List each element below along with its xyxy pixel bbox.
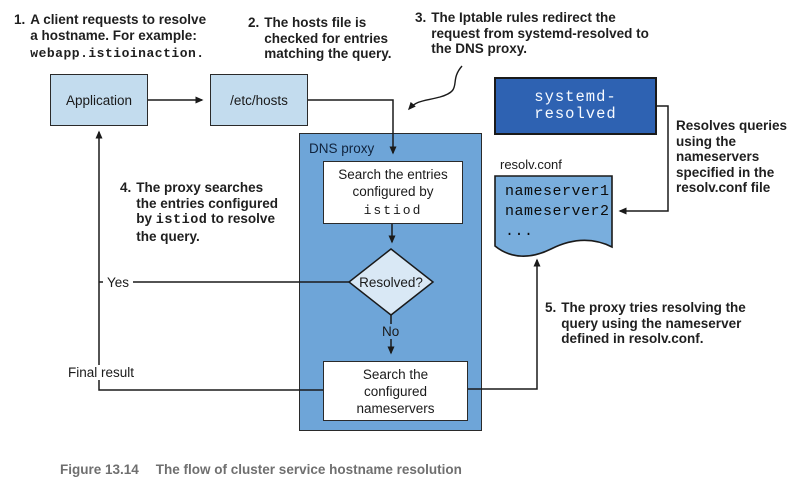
note-2: 2. The hosts file is checked for entries… — [248, 15, 416, 62]
no-label: No — [379, 324, 403, 339]
note-4-number: 4. — [120, 180, 132, 195]
resolv-conf-label: resolv.conf — [500, 157, 562, 172]
figure-caption: Figure 13.14 The flow of cluster service … — [60, 462, 462, 477]
final-result-label: Final result — [64, 365, 139, 380]
etc-hosts-box: /etc/hosts — [210, 74, 308, 126]
note-3-text: The Iptable rules redirect the request f… — [431, 10, 649, 56]
yes-label: Yes — [103, 275, 134, 290]
note-resolv-conf: Resolves queries using the nameservers s… — [676, 118, 801, 196]
figure-caption-number: Figure 13.14 — [60, 462, 139, 477]
note-4: 4. The proxy searches the entries config… — [120, 180, 278, 244]
application-box-label: Application — [65, 92, 133, 108]
search-nameservers-label: Search the configured nameservers — [356, 366, 435, 416]
application-box: Application — [50, 74, 148, 126]
note-4-text: The proxy searches the entries configure… — [136, 180, 279, 244]
note-2-text: The hosts file is checked for entries ma… — [264, 15, 392, 61]
final-result-arrow — [95, 130, 323, 391]
nameserver-list: nameserver1 nameserver2 ... — [505, 182, 610, 242]
note-1-number: 1. — [14, 12, 26, 27]
note-4-istiod-code: istiod — [155, 213, 208, 228]
nameserver-2: nameserver2 — [505, 203, 610, 220]
note-1-text: A client requests to resolve a hostname.… — [30, 12, 207, 61]
systemd-resolved-label: systemd-resolved — [534, 88, 617, 123]
note-5: 5. The proxy tries resolving the query u… — [545, 300, 766, 347]
note-1: 1. A client requests to resolve a hostna… — [14, 12, 206, 62]
note3-callout-arrow — [408, 65, 463, 111]
systemd-resolved-box: systemd-resolved — [494, 77, 657, 135]
etc-hosts-box-label: /etc/hosts — [230, 92, 288, 108]
resolved-question-label: Resolved? — [359, 275, 423, 290]
figure-caption-title: The flow of cluster service hostname res… — [155, 462, 462, 477]
search-nameservers-box: Search the configured nameservers — [323, 361, 468, 421]
nameserver-ellipsis: ... — [505, 223, 534, 240]
dns-proxy-label: DNS proxy — [309, 141, 375, 156]
note-3: 3. The Iptable rules redirect the reques… — [415, 10, 653, 57]
note-resolv-conf-text: Resolves queries using the nameservers s… — [676, 118, 788, 195]
note-1-code: webapp.istioinaction. — [30, 46, 205, 61]
note-5-text: The proxy tries resolving the query usin… — [561, 300, 746, 346]
note-5-number: 5. — [545, 300, 557, 315]
nameserver-1: nameserver1 — [505, 183, 610, 200]
search-entries-istiod-code: istiod — [363, 203, 423, 218]
note-3-number: 3. — [415, 10, 427, 25]
search-entries-box: Search the entries configured by istiod — [323, 161, 463, 224]
note-2-number: 2. — [248, 15, 260, 30]
